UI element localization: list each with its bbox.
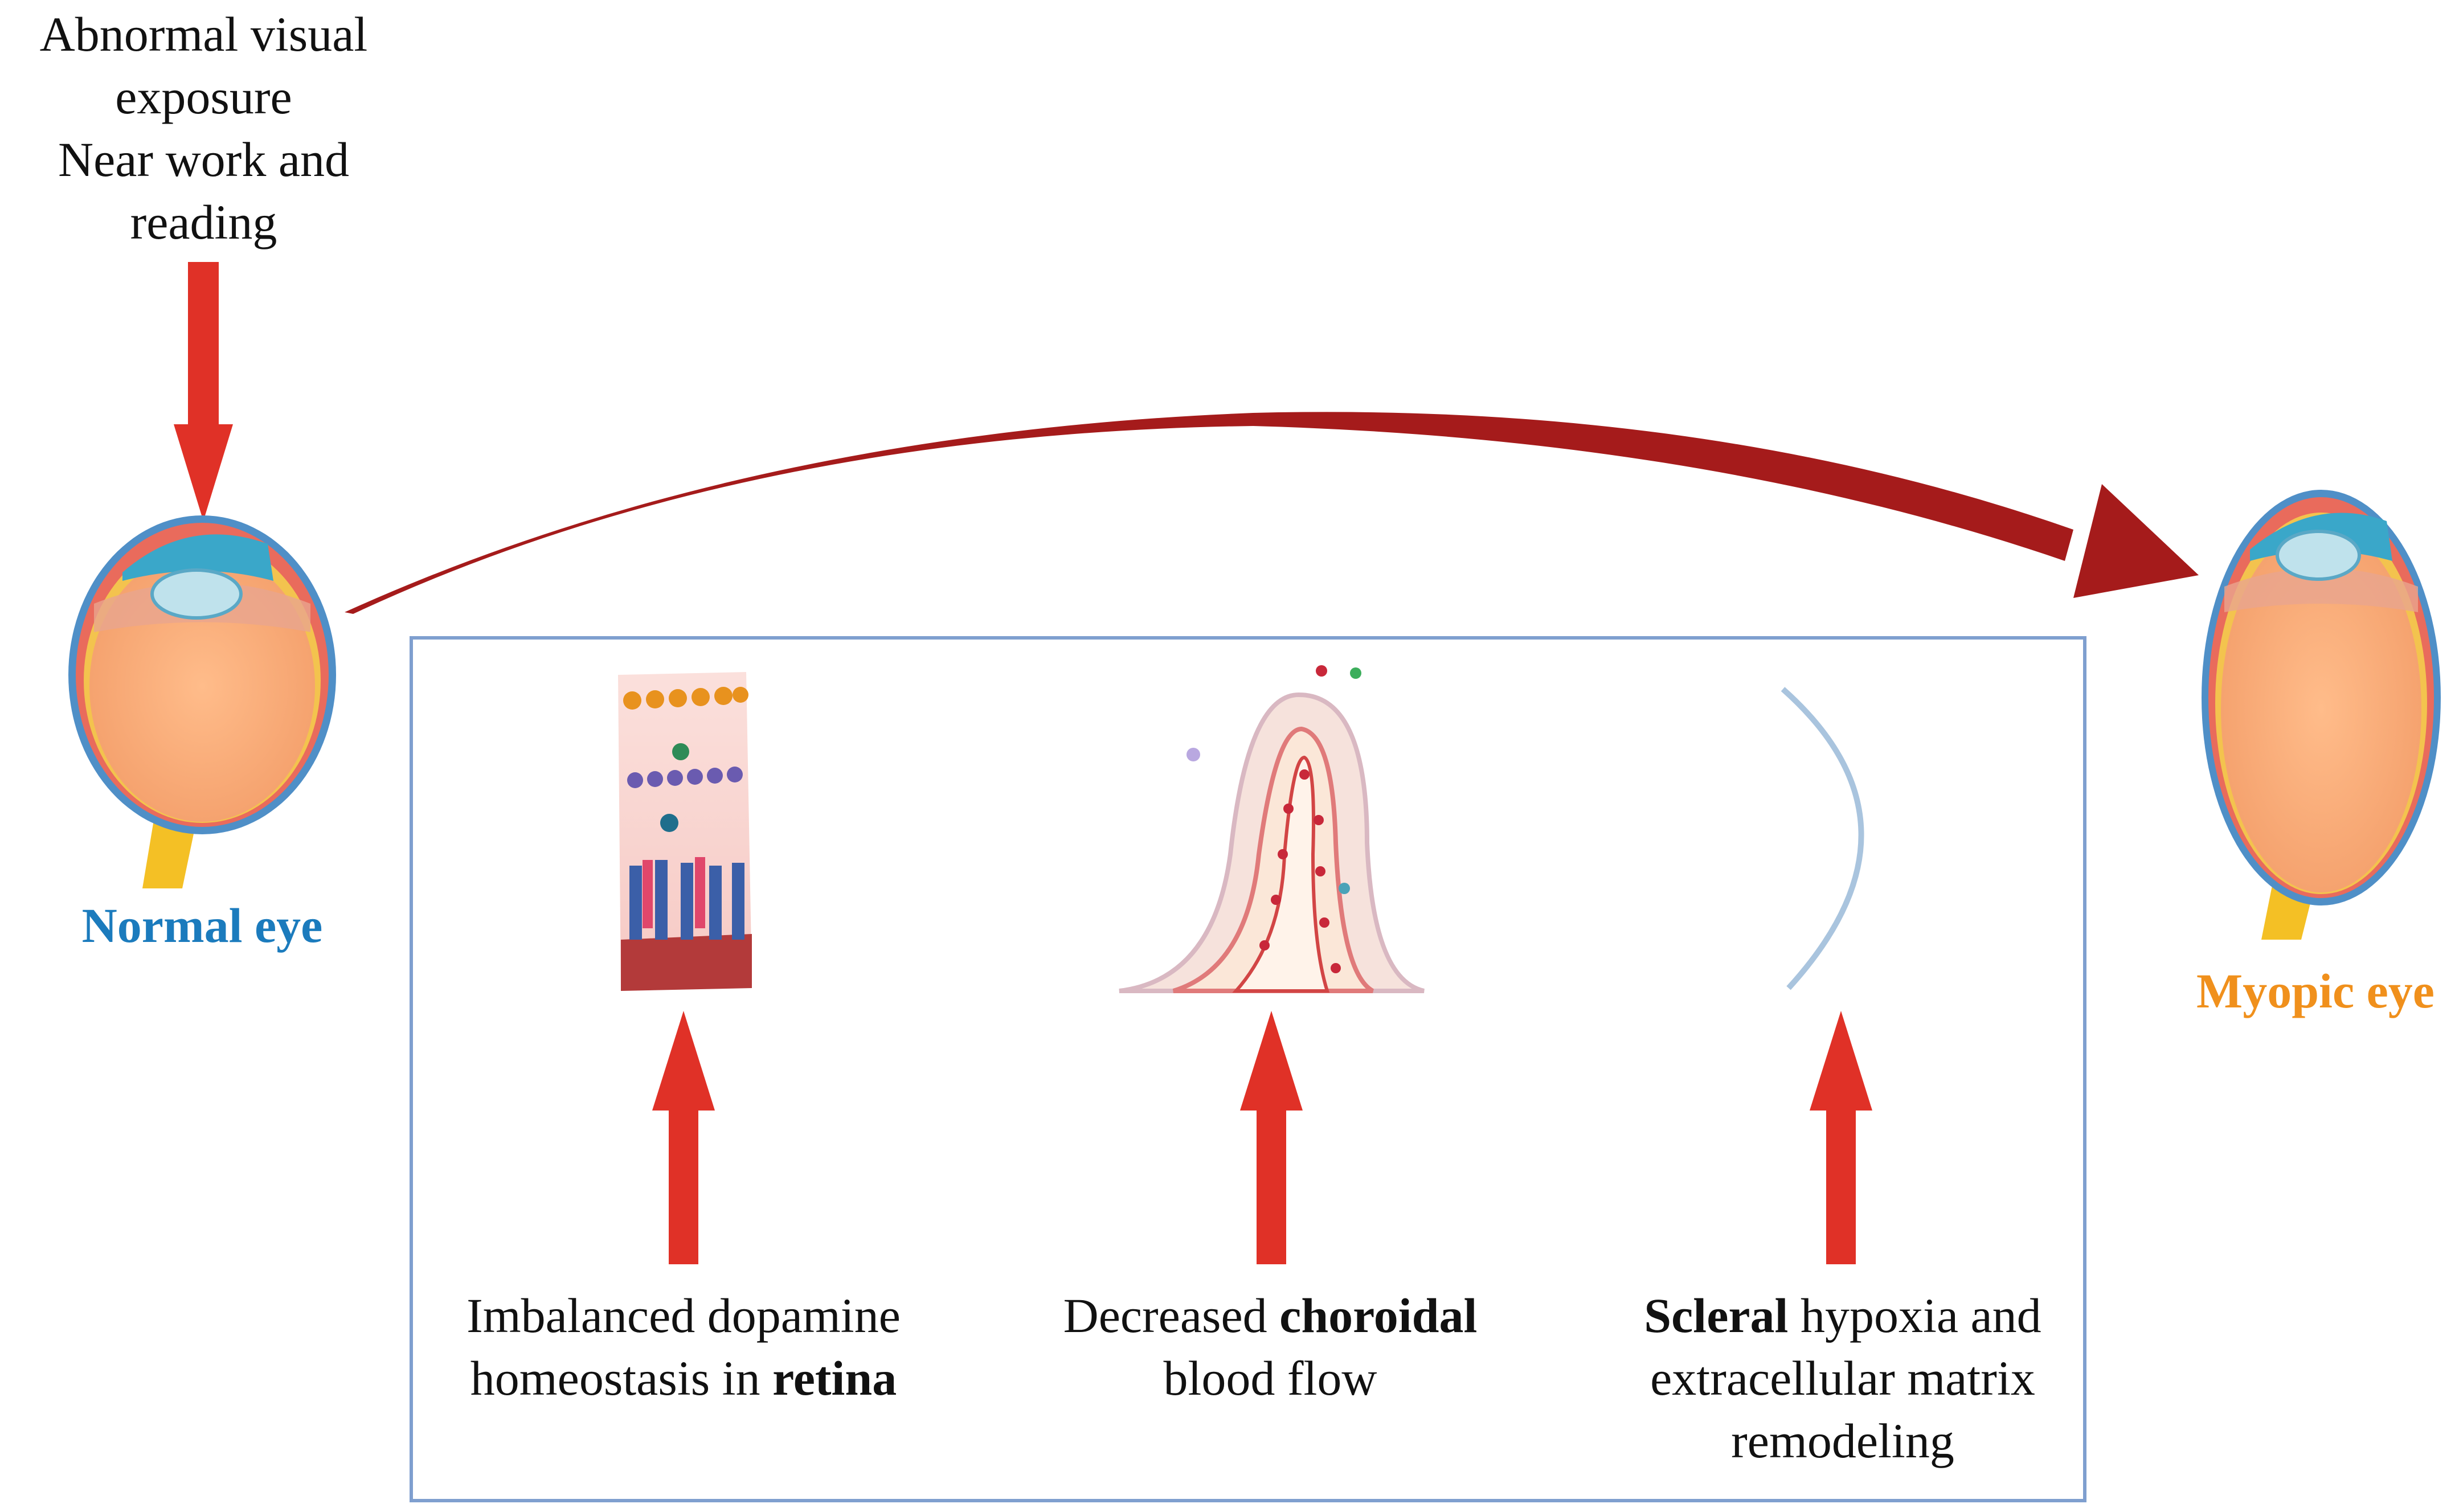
mechanisms-box [410, 636, 2086, 1502]
choroid-caption-line-2: blood flow [1163, 1351, 1377, 1406]
sclera-caption-line-3: remodeling [1731, 1413, 1954, 1468]
sclera-caption-bold: Scleral [1644, 1288, 1789, 1343]
retina-caption-line-2: homeostasis in [470, 1351, 773, 1406]
myopic-eye-label: Myopic eye [2196, 964, 2435, 1018]
choroid-caption-line-1: Decreased [1063, 1288, 1280, 1343]
sclera-caption: Scleral hypoxia and extracellular matrix… [1572, 1284, 2113, 1472]
choroid-caption: Decreased choroidal blood flow [1014, 1284, 1527, 1409]
normal-eye-icon [68, 515, 336, 888]
normal-eye-label: Normal eye [81, 898, 323, 953]
choroid-caption-bold: choroidal [1279, 1288, 1478, 1343]
retina-caption: Imbalanced dopamine homeostasis in retin… [410, 1284, 957, 1409]
sclera-arc-icon [1781, 687, 1864, 990]
sclera-caption-line-2: extracellular matrix [1650, 1351, 2035, 1406]
trigger-text: Abnormal visual exposure Near work and r… [0, 3, 407, 253]
trigger-line-2: exposure [115, 69, 292, 124]
retina-caption-line-1: Imbalanced dopamine [467, 1288, 901, 1343]
myopic-eye-icon [2202, 490, 2441, 940]
trigger-line-1: Abnormal visual [39, 7, 368, 62]
curved-arrow-icon [345, 412, 2199, 614]
retina-caption-bold: retina [772, 1351, 897, 1406]
up-arrow-icon [1240, 1011, 1303, 1264]
trigger-arrow [174, 262, 233, 521]
retina-layers-icon [618, 672, 752, 991]
sclera-caption-line-1: hypoxia and [1788, 1288, 2041, 1343]
up-arrow-icon [1810, 1011, 1872, 1264]
choroid-villus-icon [1119, 665, 1425, 993]
trigger-line-3: Near work and [58, 132, 349, 187]
trigger-line-4: reading [130, 195, 277, 249]
up-arrow-icon [652, 1011, 715, 1264]
